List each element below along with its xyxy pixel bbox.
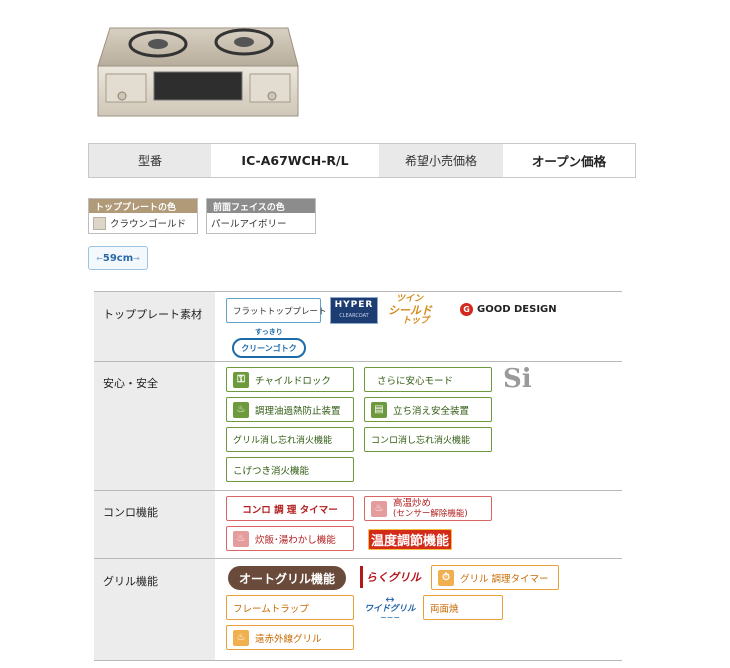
stove-timer-badge: コンロ 調 理 タイマー — [226, 496, 354, 521]
high-temp-badge: ♨ 高温炒め (センサー解除機能) — [364, 496, 492, 521]
clean-gotoku-top-text: すっきり — [255, 328, 283, 336]
wave-icon: ∼∼∼ — [379, 613, 401, 622]
flame-out-text: 立ち消え安全装置 — [393, 405, 470, 417]
row-divider — [94, 490, 622, 491]
row-label-grill: グリル機能 — [103, 575, 158, 588]
arrow-left-icon: ← — [96, 253, 103, 263]
width-value: 59cm — [102, 252, 134, 264]
temp-control-logo: 温度調節機能 — [368, 529, 453, 550]
price-value: オープン価格 — [503, 144, 635, 177]
flame-trap-text: フレームトラップ — [233, 603, 309, 615]
grill-timer-text: グリル 調理タイマー — [460, 573, 549, 585]
flat-top-plate-badge: フラットトッププレート — [226, 298, 327, 323]
wide-arrows-icon: ↔ — [385, 593, 395, 606]
row-divider — [94, 558, 622, 559]
front-face-color-value: パールアイボリー — [207, 213, 315, 233]
top-text: トップ — [402, 316, 430, 326]
raku-grill-logo: らくグリル — [360, 566, 421, 588]
high-temp-line2: (センサー解除機能) — [393, 508, 468, 519]
grill-timer-badge: ⏱ グリル 調理タイマー — [431, 565, 559, 590]
oil-overheat-badge: ♨ 調理油過熱防止装置 — [226, 397, 354, 422]
scorch-badge: こげつき消火機能 — [226, 457, 354, 482]
wide-grill-logo: ↔ ワイドグリル ∼∼∼ — [364, 594, 416, 622]
hyper-clearcoat-logo: HYPER CLEARCOAT — [330, 297, 378, 324]
infrared-icon: ♨ — [233, 629, 249, 646]
row-divider — [94, 361, 622, 362]
top-plate-color: トッププレートの色 クラウンゴールド — [88, 198, 198, 234]
flame-trap-badge: フレームトラップ — [226, 595, 354, 620]
si-sensor-logo: Si — [503, 364, 532, 394]
infrared-badge: ♨ 遠赤外線グリル — [226, 625, 354, 650]
product-image — [97, 27, 299, 117]
infrared-text: 遠赤外線グリル — [255, 633, 322, 645]
wide-grill-text: ワイドグリル — [364, 604, 416, 614]
clean-gotoku-text: クリーンゴトク — [232, 338, 306, 358]
double-side-text: 両面焼 — [430, 603, 459, 615]
good-design-logo: G GOOD DESIGN — [460, 303, 557, 316]
stove-forget-text: コンロ消し忘れ消火機能 — [371, 436, 471, 446]
row-label-stove: コンロ機能 — [103, 506, 158, 519]
rice-boil-text: 炊飯･湯わかし機能 — [255, 534, 336, 546]
rice-boil-badge: ♨ 炊飯･湯わかし機能 — [226, 526, 354, 551]
auto-grill-logo: オートグリル機能 — [228, 566, 346, 590]
high-temp-line1: 高温炒め — [393, 497, 432, 509]
child-lock-text: チャイルドロック — [255, 375, 331, 387]
clearcoat-text: CLEARCOAT — [339, 313, 369, 319]
row-label-top-plate: トッププレート素材 — [103, 308, 202, 321]
clean-gotoku-logo: すっきり クリーンゴトク — [228, 327, 310, 361]
arrow-right-icon: → — [133, 253, 140, 263]
front-face-color-label: 前面フェイスの色 — [207, 199, 315, 213]
model-value: IC-A67WCH-R/L — [211, 144, 379, 177]
good-design-g-icon: G — [460, 303, 473, 316]
twin-shield-top-logo: ツイン シールド トップ — [388, 294, 444, 328]
hyper-text: HYPER — [334, 300, 374, 310]
double-side-badge: 両面焼 — [423, 595, 503, 620]
width-badge: ← 59cm → — [88, 246, 148, 270]
oil-pot-icon: ♨ — [233, 401, 249, 418]
row-divider — [94, 660, 622, 661]
safe-mode-text: さらに安心モード — [377, 375, 454, 387]
color-swatch — [93, 216, 106, 230]
feature-table-header-column — [94, 291, 215, 661]
flame-out-badge: ▤ 立ち消え安全装置 — [364, 397, 492, 422]
rice-pot-icon: ♨ — [233, 530, 249, 547]
price-label: 希望小売価格 — [379, 144, 503, 177]
flame-out-icon: ▤ — [371, 401, 387, 418]
row-label-safety: 安心・安全 — [103, 377, 158, 390]
scorch-text: こげつき消火機能 — [233, 465, 310, 477]
high-temp-text: 高温炒め (センサー解除機能) — [393, 498, 468, 520]
model-label: 型番 — [89, 144, 211, 177]
shield-text: シールド — [388, 304, 432, 317]
top-plate-color-label: トッププレートの色 — [89, 199, 197, 213]
safe-mode-badge: さらに安心モード — [364, 367, 492, 392]
oil-overheat-text: 調理油過熱防止装置 — [255, 405, 341, 417]
child-lock-badge: ⚿ チャイルドロック — [226, 367, 354, 392]
twin-text: ツイン — [396, 294, 424, 304]
spec-table: 型番 IC-A67WCH-R/L 希望小売価格 オープン価格 — [88, 143, 636, 178]
stove-forget-badge: コンロ消し忘れ消火機能 — [364, 427, 492, 452]
timer-icon: ⏱ — [438, 569, 454, 586]
stove-timer-text: コンロ 調 理 タイマー — [242, 504, 338, 516]
wok-icon: ♨ — [371, 500, 387, 517]
grill-forget-text: グリル消し忘れ消火機能 — [233, 436, 333, 446]
key-icon: ⚿ — [233, 371, 249, 388]
top-plate-color-value: クラウンゴールド — [110, 219, 187, 230]
good-design-text: GOOD DESIGN — [477, 304, 557, 315]
row-divider — [94, 291, 622, 292]
grill-forget-badge: グリル消し忘れ消火機能 — [226, 427, 354, 452]
front-face-color: 前面フェイスの色 パールアイボリー — [206, 198, 316, 234]
